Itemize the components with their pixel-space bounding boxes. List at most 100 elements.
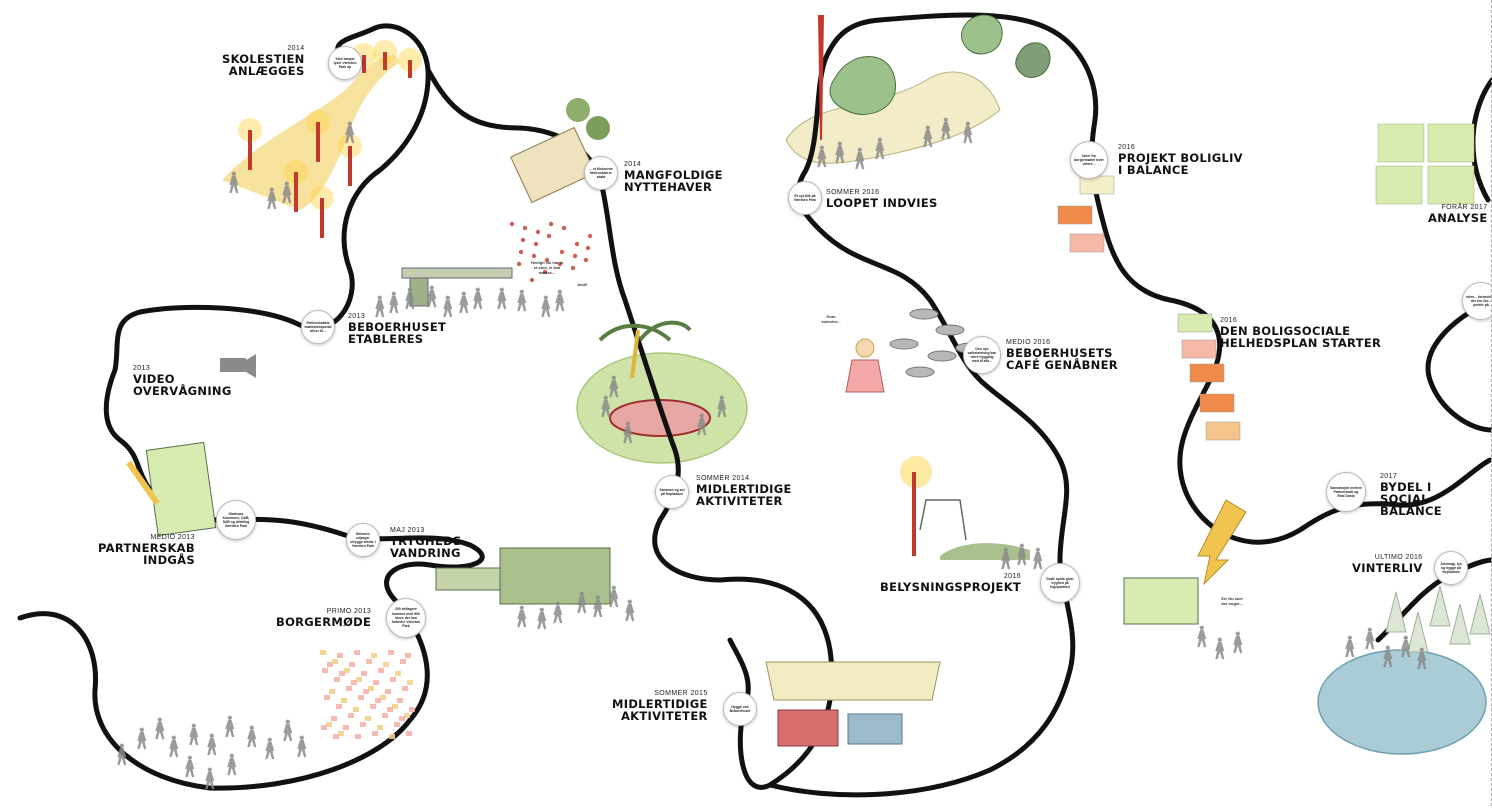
event-year: FORÅR 2017: [1441, 204, 1488, 211]
lamp-post: [348, 146, 352, 186]
event-belysning: 2016 BELYSNINGSPROJEKT: [880, 572, 1021, 593]
bubble-bydel: Samarbejde mellem Partnerskab og Real Da…: [1326, 472, 1366, 512]
event-midl2015: SOMMER 2015 MIDLERTIDIGE AKTIVITETER: [612, 689, 708, 722]
person-figure-head: [595, 595, 600, 600]
cafe-table: [935, 324, 965, 336]
person-figure-head: [445, 295, 450, 300]
person-figure-head: [139, 727, 144, 732]
idea-note: [407, 680, 413, 685]
idea-note: [329, 689, 335, 694]
person-figure-head: [157, 717, 162, 722]
girl-dress: [845, 359, 885, 393]
event-midl2014: SOMMER 2014 MIDLERTIDIGE AKTIVITETER: [696, 474, 792, 507]
idea-note: [370, 704, 376, 709]
idea-note: [385, 689, 391, 694]
person-figure-head: [249, 725, 254, 730]
playground-hill: [940, 543, 1030, 560]
event-year: MAJ 2013: [390, 527, 425, 534]
sticky-note: [1189, 363, 1225, 383]
event-title: VINTERLIV: [1352, 561, 1423, 575]
lamp-post: [408, 60, 412, 78]
sticky-note: [1199, 393, 1235, 413]
event-title: VANDRING: [390, 546, 461, 560]
event-mangfoldige: 2014 MANGFOLDIGE NYTTEHAVER: [624, 160, 723, 193]
event-year: 2014: [624, 161, 642, 168]
event-title: BORGERMØDE: [276, 615, 372, 629]
timeline-trail-6: [1425, 297, 1492, 433]
event-year: SOMMER 2016: [826, 189, 880, 196]
bubble-trygheds: Beboere udpeger utrygge steder i Værebro…: [346, 523, 380, 557]
bubble-midl2015: Hygge ved Beboerhuset: [723, 692, 757, 726]
note-jubii: Jubii!: [576, 282, 588, 287]
event-year: 2016: [1220, 317, 1238, 324]
event-title: LOOPET INDVIES: [826, 196, 938, 210]
idea-note: [334, 677, 340, 682]
event-beboerhuset: 2013 BEBOERHUSET ETABLERES: [348, 312, 446, 345]
person-figure-head: [119, 743, 124, 748]
person-figure-head: [819, 145, 824, 150]
bubble-partnerskab: Gladsaxe Kommune, DAB, SAB og Afdeling V…: [216, 500, 256, 540]
person-figure: [923, 130, 933, 148]
person-figure: [282, 186, 292, 204]
person-figure-head: [191, 723, 196, 728]
idea-note: [366, 659, 372, 664]
event-title: HELHEDSPLAN STARTER: [1220, 336, 1382, 350]
person-figure-head: [965, 121, 970, 126]
idea-note: [354, 650, 360, 655]
heart-dot: [583, 257, 589, 263]
event-year: ULTIMO 2016: [1374, 554, 1423, 561]
person-figure: [405, 292, 415, 310]
person-figure: [1383, 650, 1393, 668]
person-figure-head: [499, 287, 504, 292]
person-figure: [459, 296, 469, 314]
winter-tree: [1449, 603, 1471, 645]
bubble-midl2014: Sammen og sol på forpladsen: [655, 475, 689, 509]
idea-note: [388, 650, 394, 655]
idea-note: [390, 677, 396, 682]
idea-note: [368, 686, 374, 691]
person-figure: [517, 294, 527, 312]
event-title: I BALANCE: [1118, 163, 1189, 177]
person-figure: [609, 590, 619, 608]
person-figure: [537, 612, 547, 630]
idea-note: [332, 659, 338, 664]
event-year: 2016: [1118, 144, 1136, 151]
event-title: MIDLERTIDIGE: [696, 482, 792, 496]
person-figure-head: [943, 117, 948, 122]
event-title: AKTIVITETER: [620, 709, 708, 723]
person-figure: [625, 604, 635, 622]
person-figure: [717, 400, 727, 418]
idea-note: [326, 722, 332, 727]
cafe-table: [905, 366, 935, 378]
heart-dot: [572, 253, 578, 259]
person-figure: [697, 418, 707, 436]
event-year: MEDIO 2016: [1006, 339, 1051, 346]
person-figure: [427, 290, 437, 308]
person-figure-head: [461, 291, 466, 296]
heart-dot: [531, 253, 537, 259]
person-figure-head: [857, 147, 862, 152]
idea-note: [383, 662, 389, 667]
idea-note: [343, 725, 349, 730]
event-boligliv: 2016 PROJEKT BOLIGLIV I BALANCE: [1118, 143, 1243, 176]
event-year: 2017: [1380, 473, 1398, 480]
winter-tree: [1469, 593, 1491, 635]
idea-note: [337, 653, 343, 658]
person-figure: [267, 192, 277, 210]
heart-dot: [585, 245, 591, 251]
idea-note: [361, 671, 367, 676]
lamp-post: [320, 198, 324, 238]
idea-note: [324, 695, 330, 700]
person-figure: [1417, 652, 1427, 670]
event-title: SKOLESTIEN: [222, 52, 305, 66]
person-figure: [345, 126, 355, 144]
pen: [126, 460, 160, 506]
person-figure: [941, 122, 951, 140]
sticky-note: [1181, 339, 1217, 359]
event-title: DEN BOLIGSOCIALE: [1220, 324, 1351, 338]
idea-note: [320, 650, 326, 655]
idea-note: [389, 734, 395, 739]
camera-lens: [246, 354, 256, 378]
idea-note: [356, 677, 362, 682]
